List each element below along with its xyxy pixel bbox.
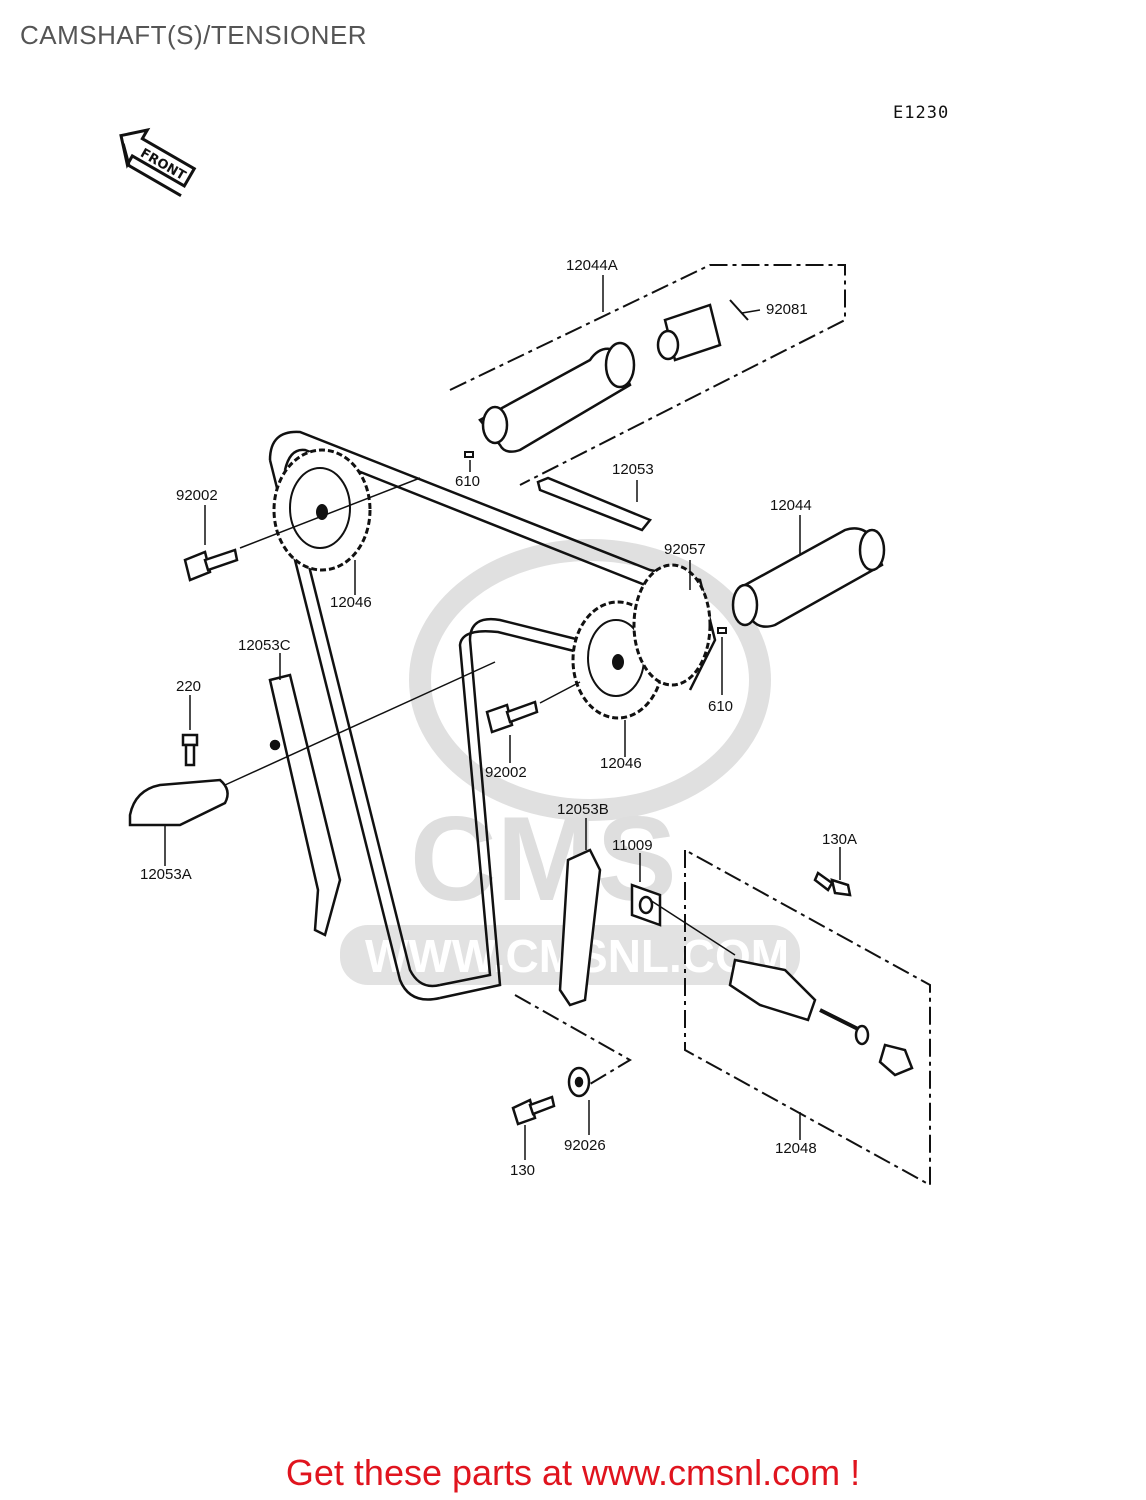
promo-link[interactable]: Get these parts at www.cmsnl.com !: [0, 1452, 1146, 1494]
page-title: CAMSHAFT(S)/TENSIONER: [20, 20, 368, 50]
label-92057: 92057: [664, 541, 706, 558]
label-92002-left: 92002: [176, 487, 218, 504]
label-92081: 92081: [766, 301, 808, 318]
chain-guide-12053a: [128, 778, 229, 827]
bolt-130: [511, 1095, 556, 1126]
bolt-220: [181, 733, 199, 767]
label-12048: 12048: [775, 1140, 817, 1157]
tensioner-12048: [728, 958, 914, 1077]
chain-guide-12053: [536, 476, 653, 532]
label-92002-right: 92002: [485, 764, 527, 781]
keys-610: [464, 451, 727, 634]
front-arrow-icon: FRONT: [119, 127, 197, 197]
label-12053b: 12053B: [557, 801, 609, 818]
washer-92026: [567, 1066, 591, 1098]
promo-link-text[interactable]: Get these parts at www.cmsnl.com !: [285, 1452, 861, 1493]
label-130a: 130A: [822, 831, 857, 848]
label-610-right: 610: [708, 698, 733, 715]
camshaft-12044a: [478, 303, 722, 453]
camshaft-assembly-box: [449, 264, 846, 486]
label-610-top: 610: [455, 473, 480, 490]
bolt-box: [514, 994, 632, 1091]
bolt-92002-left: [183, 548, 239, 582]
parts-diagram: CMS WWW.CMSNL.COM FRONT: [119, 127, 931, 1187]
label-12044a: 12044A: [566, 257, 618, 274]
sprocket-back: [632, 563, 712, 687]
chain-guide-12053c: [268, 673, 342, 937]
camshaft-12044: [731, 527, 886, 628]
diagram-code: E1230: [893, 103, 950, 123]
label-12053c: 12053C: [238, 637, 291, 654]
sprocket-left: [272, 448, 372, 572]
bolt-130a: [813, 871, 852, 897]
label-220: 220: [176, 678, 201, 695]
tensioner-guide-12053b: [558, 848, 602, 1007]
part-labels: 12044A 92081 610 12053 92002 12044 92057…: [140, 257, 857, 1179]
leader-lines: [164, 275, 841, 1160]
label-12053a: 12053A: [140, 866, 192, 883]
gasket-11009: [630, 883, 662, 927]
label-12046-left: 12046: [330, 594, 372, 611]
label-130: 130: [510, 1162, 535, 1179]
label-11009: 11009: [612, 837, 653, 854]
label-12046-right: 12046: [600, 755, 642, 772]
label-92026: 92026: [564, 1137, 606, 1154]
tensioner-assembly-box: [684, 848, 931, 1187]
pin-92081: [729, 299, 749, 321]
bolt-92002-right: [485, 700, 539, 734]
label-12044: 12044: [770, 497, 812, 514]
label-12053: 12053: [612, 461, 654, 478]
